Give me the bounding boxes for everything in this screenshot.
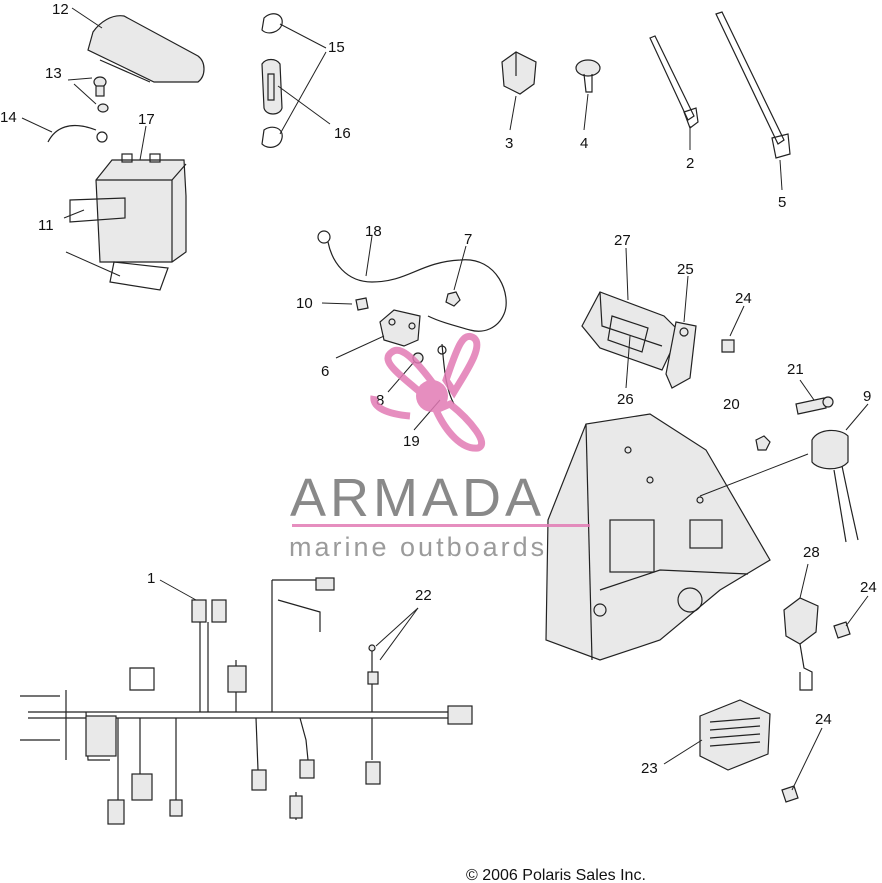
bracket-25	[665, 321, 697, 389]
battery-cable-14	[47, 125, 108, 143]
sensor-4	[575, 59, 601, 93]
callout-24-a: 24	[735, 290, 752, 307]
connector-9	[811, 429, 859, 543]
callout-20: 20	[723, 396, 740, 413]
watermark-title: ARMADA	[290, 468, 545, 528]
callout-22: 22	[415, 587, 432, 604]
screw-10	[355, 297, 369, 311]
callout-28: 28	[803, 544, 820, 561]
battery-cover-12	[87, 15, 205, 83]
control-module-27	[581, 291, 681, 371]
callout-6: 6	[321, 363, 329, 380]
copyright-notice: © 2006 Polaris Sales Inc.	[466, 867, 646, 883]
bolt-21	[795, 396, 834, 415]
callout-18: 18	[365, 223, 382, 240]
relay-3	[501, 51, 537, 95]
callout-13: 13	[45, 65, 62, 82]
callout-3: 3	[505, 135, 513, 152]
callout-1: 1	[147, 570, 155, 587]
regulator-23	[699, 699, 771, 771]
bolt-24-a	[721, 339, 735, 353]
callout-24-c: 24	[815, 711, 832, 728]
propeller-icon	[370, 332, 486, 452]
callout-16: 16	[334, 125, 351, 142]
leader-lines	[21, 7, 869, 791]
callout-23: 23	[641, 760, 658, 777]
strap-bracket-16	[261, 58, 283, 115]
watermark-underline	[292, 524, 590, 527]
callout-14: 14	[0, 109, 17, 126]
callout-9: 9	[863, 388, 871, 405]
solenoid-6	[379, 309, 421, 347]
callout-10: 10	[296, 295, 313, 312]
callout-19: 19	[403, 433, 420, 450]
bolt-24-c	[781, 785, 799, 803]
battery-bolt-13	[93, 76, 109, 113]
battery-17	[95, 153, 187, 263]
nut-7	[445, 291, 461, 307]
mounting-panel	[545, 413, 809, 661]
battery-strap-11	[69, 197, 169, 291]
watermark-subtitle: marine outboards	[289, 532, 547, 562]
callout-24-b: 24	[860, 579, 877, 596]
callout-5: 5	[778, 194, 786, 211]
watermark-logo: ARMADA marine outboards	[289, 332, 590, 562]
callout-11: 11	[38, 217, 54, 234]
callout-15: 15	[328, 39, 345, 56]
callout-26: 26	[617, 391, 634, 408]
callout-17: 17	[138, 111, 155, 128]
callout-27: 27	[614, 232, 631, 249]
callout-25: 25	[677, 261, 694, 278]
rubber-strap-15	[261, 13, 283, 148]
callout-4: 4	[580, 135, 588, 152]
callout-2: 2	[686, 155, 694, 172]
callout-7: 7	[464, 231, 472, 248]
callout-21: 21	[787, 361, 804, 378]
wiring-harness-1	[20, 577, 473, 825]
callout-8: 8	[376, 392, 384, 409]
nut-20	[755, 435, 771, 451]
probe-2	[649, 35, 699, 129]
sensor-lead-22	[367, 644, 379, 712]
rectifier-28	[783, 597, 819, 691]
callout-12: 12	[52, 1, 69, 18]
ground-cable-18	[317, 230, 507, 332]
probe-5	[715, 11, 791, 159]
